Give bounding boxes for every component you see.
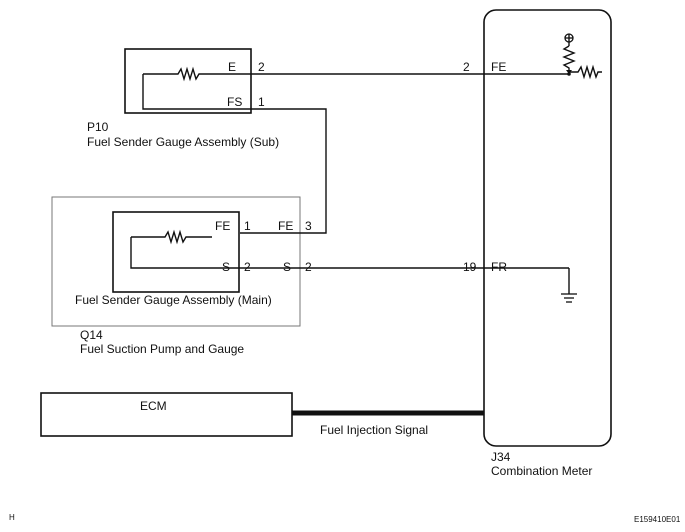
combination-meter-box: [483, 9, 612, 447]
wire-fs-to-fe: [226, 108, 327, 234]
p10-pin-e-number: 2: [258, 60, 265, 74]
q14-inner-pin-s: S: [222, 260, 230, 274]
p10-id: P10: [87, 120, 109, 134]
q14-inner-pin-s-number: 2: [244, 260, 251, 274]
sub-sender-resistor: [142, 66, 226, 110]
ecm-box: [40, 392, 293, 437]
q14-outer-pin-s-number: 2: [305, 260, 312, 274]
main-sender-resistor: [130, 229, 212, 269]
q14-inner-pin-fe: FE: [215, 219, 230, 233]
suction-pump-outer-box: [51, 196, 301, 327]
figure-id: E159410E01: [634, 515, 681, 524]
ecm-label: ECM: [140, 399, 167, 413]
j34-pin-fe: FE: [491, 60, 506, 74]
j34-pin-fr-number: 19: [463, 260, 477, 274]
q14-name: Fuel Suction Pump and Gauge: [80, 342, 244, 356]
j34-pin-fe-number: 2: [463, 60, 470, 74]
fuel-injection-signal-label: Fuel Injection Signal: [320, 423, 428, 437]
q14-outer-pin-s: S: [283, 260, 291, 274]
q14-id: Q14: [80, 328, 103, 342]
j34-name: Combination Meter: [491, 464, 592, 478]
q14-outer-pin-fe-number: 3: [305, 219, 312, 233]
j34-id: J34: [491, 450, 511, 464]
meter-gauge-resistor-symbol: [562, 33, 602, 80]
footer-left-code: H: [9, 513, 15, 522]
p10-pin-fs: FS: [227, 95, 242, 109]
ground-symbol: [561, 268, 577, 303]
p10-pin-fs-number: 1: [258, 95, 265, 109]
q14-inner-pin-fe-number: 1: [244, 219, 251, 233]
sub-sender-box: [124, 48, 252, 114]
p10-pin-e: E: [228, 60, 236, 74]
q14-outer-pin-fe: FE: [278, 219, 293, 233]
p10-name: Fuel Sender Gauge Assembly (Sub): [87, 135, 279, 149]
q14-inner-name: Fuel Sender Gauge Assembly (Main): [75, 293, 272, 307]
j34-pin-fr: FR: [491, 260, 507, 274]
main-sender-box: [112, 211, 240, 293]
